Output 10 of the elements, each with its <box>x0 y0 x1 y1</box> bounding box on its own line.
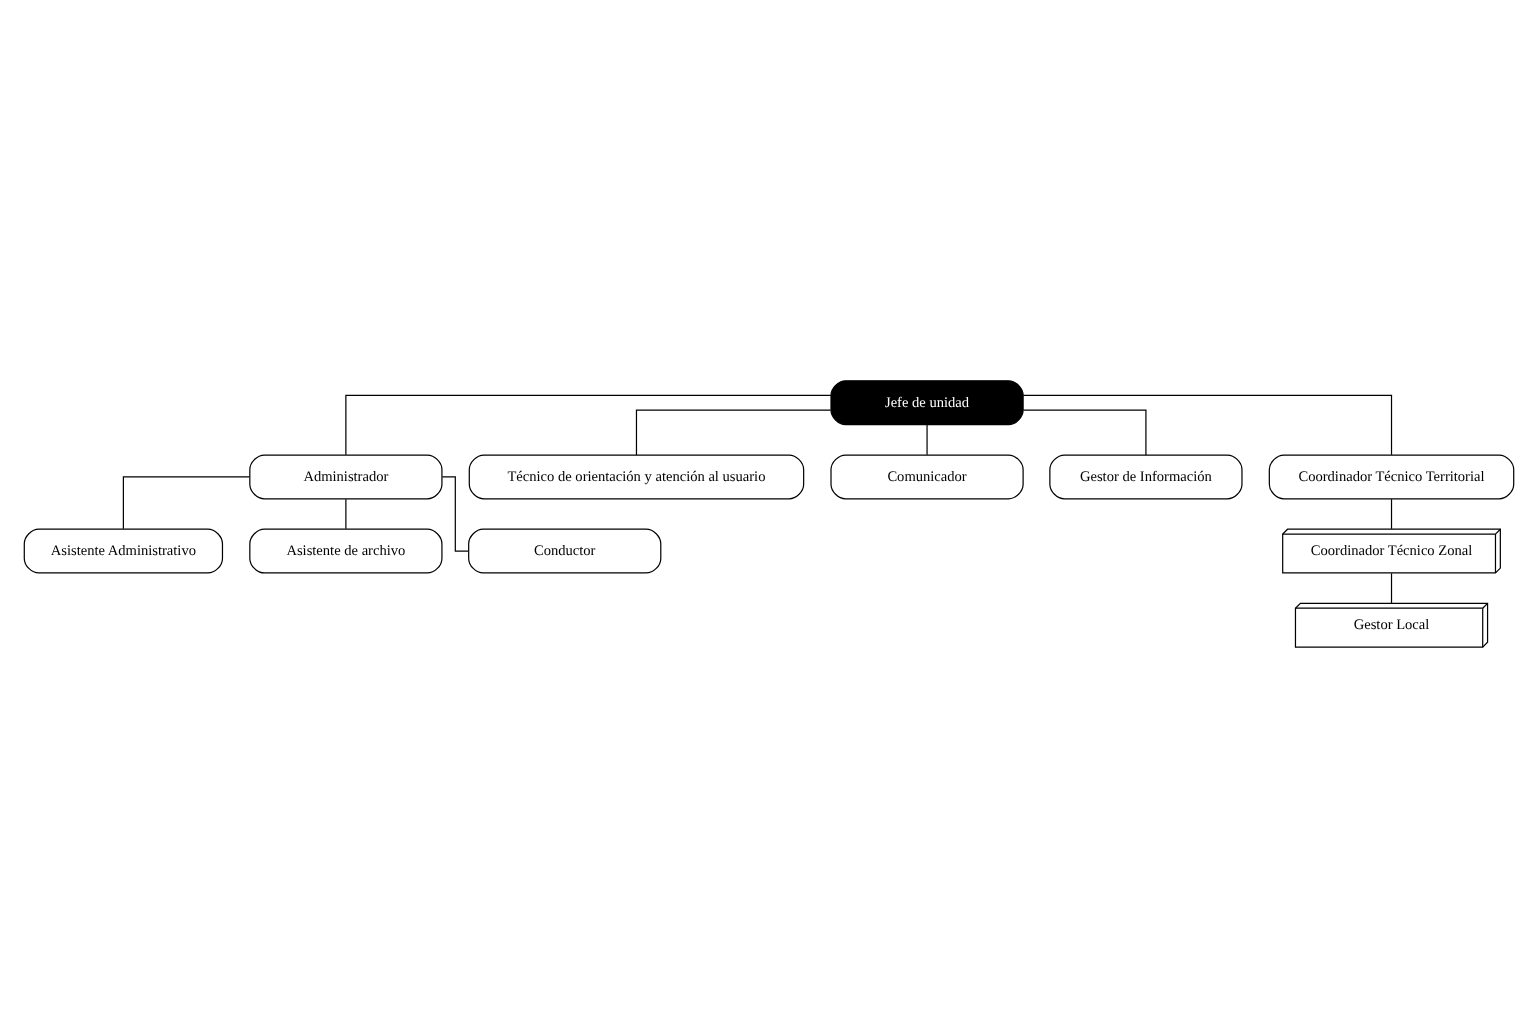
connector <box>1390 572 1393 604</box>
connector <box>345 394 832 456</box>
connector <box>1022 394 1393 456</box>
connector <box>345 498 347 530</box>
connector <box>441 476 469 552</box>
connector <box>635 409 832 456</box>
connector <box>926 424 928 456</box>
connector <box>122 476 251 530</box>
connector <box>1390 498 1393 530</box>
connector <box>1022 409 1147 456</box>
